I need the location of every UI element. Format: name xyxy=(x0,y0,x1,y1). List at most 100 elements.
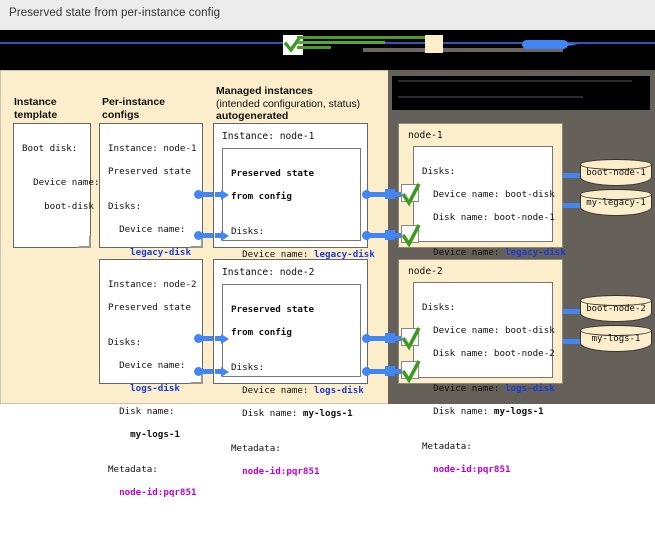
node-card-node-1: node-1 Disks: Device name: boot-disk Dis… xyxy=(398,123,566,339)
connector-arrowhead xyxy=(221,190,229,200)
n2-boot-disk-label: Disk name: boot-node-2 xyxy=(422,347,555,359)
green-check-icon xyxy=(401,327,421,351)
connector-dot xyxy=(194,334,203,343)
header-streak-2 xyxy=(398,96,583,98)
n2-pres-disk-value: my-logs-1 xyxy=(493,405,544,417)
connector-square xyxy=(385,230,395,240)
mi1-device-name-label: Device name: xyxy=(231,248,314,260)
managed-instances-line3: autogenerated xyxy=(216,110,289,122)
connector-arrowhead xyxy=(221,334,229,344)
tpl-line3: Device name: xyxy=(22,177,100,189)
disk-label: boot-node-2 xyxy=(586,304,646,314)
column-heading-instance-template: Instance template xyxy=(14,96,58,121)
connector-line xyxy=(200,233,213,238)
pic1-device-name-value: legacy-disk xyxy=(108,246,191,258)
disk-cylinder-my-logs-1: my-logs-1 xyxy=(580,325,652,353)
mi1-device-name-value: legacy-disk xyxy=(313,248,375,260)
legend-green-line-icon-2 xyxy=(297,41,385,44)
n1-boot-disk-label: Disk name: boot-node-1 xyxy=(422,211,555,223)
column-heading-per-instance-configs: Per-instance configs xyxy=(102,96,166,121)
n2-disks-label: Disks: xyxy=(422,301,456,313)
pic2-disk-name-value: my-logs-1 xyxy=(108,429,180,441)
connector-line xyxy=(215,192,222,197)
connector-line xyxy=(200,336,213,341)
connector-arrowhead xyxy=(221,231,229,241)
connector-square xyxy=(385,333,395,343)
legend-blue-arrowhead-icon xyxy=(558,42,578,47)
disk-label: my-legacy-1 xyxy=(586,198,646,208)
node-card-node-2: node-2 Disks: Device name: boot-disk Dis… xyxy=(398,259,563,475)
n1-pres-device-value: legacy-disk xyxy=(504,246,566,258)
legend-cream-swatch-icon xyxy=(425,35,443,53)
n2-pres-device-label: Device name: xyxy=(422,382,505,394)
connector-line xyxy=(368,233,388,238)
legend-redaction-streak xyxy=(363,48,563,52)
connector-line xyxy=(200,192,213,197)
disk-label: boot-node-1 xyxy=(586,168,646,178)
pic1-preserved: Preserved state xyxy=(108,165,191,177)
connector-dot xyxy=(194,190,203,199)
connector-dot xyxy=(362,367,371,376)
managed-instances-line1: Managed instances xyxy=(216,85,313,97)
header-streak-1 xyxy=(398,80,632,82)
connector-line xyxy=(368,192,388,197)
connector-line xyxy=(395,233,405,238)
disk-cylinder-boot-node-2: boot-node-2 xyxy=(580,295,652,323)
connector-dot xyxy=(362,190,371,199)
mi1-preserved-l1: Preserved state xyxy=(231,167,314,179)
green-check-icon xyxy=(401,183,421,207)
connector-line xyxy=(215,233,222,238)
disk-link-line xyxy=(563,339,581,344)
pic2-disks-label: Disks: xyxy=(108,336,142,348)
connector-line xyxy=(200,369,213,374)
n1-boot-device-label: Device name: boot-disk xyxy=(422,188,555,200)
mi2-title: Instance: node-2 xyxy=(222,267,315,278)
column-heading-managed-instances: Managed instances (intended configuratio… xyxy=(216,85,360,123)
pic1-instance: Instance: node-1 xyxy=(108,142,197,154)
tpl-line1: Boot disk: xyxy=(22,142,78,154)
connector-line xyxy=(215,336,222,341)
node-2-detail-box: Disks: Device name: boot-disk Disk name:… xyxy=(413,282,555,475)
pic2-instance: Instance: node-2 xyxy=(108,278,197,290)
tpl-line4: boot-disk xyxy=(22,200,94,212)
connector-line xyxy=(215,369,222,374)
pic2-device-name-value: logs-disk xyxy=(108,382,180,394)
diagram-canvas: Preserved state from per-instance config… xyxy=(0,0,655,498)
mi2-device-name-value: logs-disk xyxy=(313,384,364,396)
mi2-preserved-l2: from config xyxy=(231,326,292,338)
green-check-icon xyxy=(401,224,421,248)
mi2-preserved-box: Preserved state from config Disks: Devic… xyxy=(222,284,364,477)
pic2-metadata-label: Metadata: xyxy=(108,464,158,476)
pic1-disks-label: Disks: xyxy=(108,200,142,212)
mi2-disk-name-label: Disk name: xyxy=(231,407,303,419)
page-title: Preserved state from per-instance config xyxy=(9,7,221,19)
connector-dot xyxy=(194,231,203,240)
disk-link-line xyxy=(563,173,581,178)
node-2-name: node-2 xyxy=(408,266,443,277)
n2-boot-device-label: Device name: boot-disk xyxy=(422,324,555,336)
connector-dot xyxy=(362,334,371,343)
per-instance-config-card-node-1: Instance: node-1 Preserved state Disks: … xyxy=(99,123,203,362)
connector-arrowhead xyxy=(221,367,229,377)
n2-pres-device-value: logs-disk xyxy=(504,382,555,394)
pic2-metadata-value: node-id:pqr851 xyxy=(108,487,197,499)
n2-pres-disk-label: Disk name: xyxy=(422,405,494,417)
node-1-name: node-1 xyxy=(408,130,443,141)
mi2-device-name-label: Device name: xyxy=(231,384,314,396)
runtime-panel-header-redacted xyxy=(392,76,650,110)
per-instance-config-card-node-2: Instance: node-2 Preserved state Disks: … xyxy=(99,259,203,498)
caption-bar: Preserved state from per-instance config xyxy=(0,0,655,30)
n2-metadata-label: Metadata: xyxy=(422,440,472,452)
pic1-device-name-label: Device name: xyxy=(108,223,186,235)
connector-dot xyxy=(194,367,203,376)
mi2-disks-label: Disks: xyxy=(231,361,265,373)
connector-line xyxy=(368,369,388,374)
disk-link-line xyxy=(563,309,581,314)
legend-blue-arrow-icon xyxy=(522,40,568,49)
managed-instance-card-node-2: Instance: node-2 Preserved state from co… xyxy=(213,259,368,477)
node-1-detail-box: Disks: Device name: boot-disk Disk name:… xyxy=(413,146,566,339)
instance-template-card: Boot disk: Device name: boot-disk xyxy=(13,123,99,248)
disk-cylinder-my-legacy-1: my-legacy-1 xyxy=(580,189,652,217)
disk-cylinder-boot-node-1: boot-node-1 xyxy=(580,159,652,187)
pic2-preserved: Preserved state xyxy=(108,301,191,313)
